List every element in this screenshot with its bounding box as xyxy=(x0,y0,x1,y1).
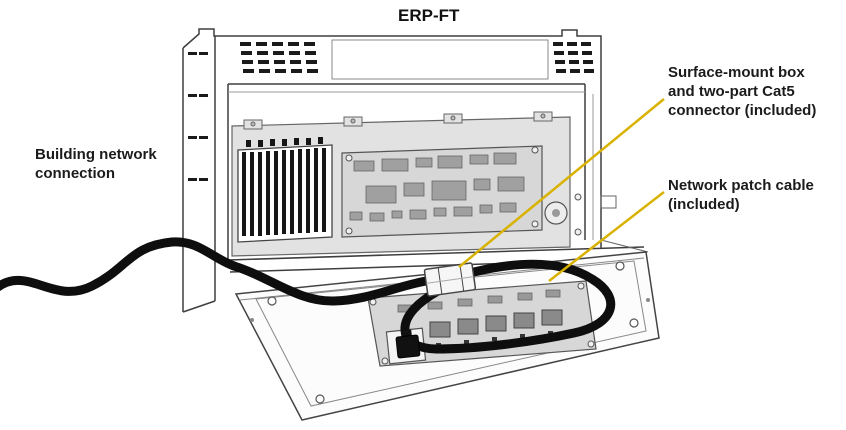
leader-surface-mount xyxy=(458,98,665,268)
main-circuit-board xyxy=(341,145,543,238)
label-building-network: Building network connection xyxy=(35,146,157,184)
vent-slots-right xyxy=(553,42,594,73)
diagram-title: ERP-FT xyxy=(398,6,460,25)
leader-lines xyxy=(458,98,665,282)
leader-patch-cable xyxy=(548,191,665,282)
label-network-patch-cable: Network patch cable (included) xyxy=(668,177,814,215)
label-line: connector (included) xyxy=(668,101,817,119)
label-line: Surface-mount box xyxy=(668,64,805,81)
label-surface-mount-box: Surface-mount box and two-part Cat5 conn… xyxy=(668,64,816,121)
flange-vents xyxy=(188,52,208,181)
label-line: connection xyxy=(35,164,116,182)
rj45-plug xyxy=(395,329,421,359)
mounting-tabs xyxy=(243,111,553,130)
label-line: and two-part Cat5 xyxy=(668,82,795,100)
label-line: (included) xyxy=(668,195,740,213)
grommet-hole xyxy=(544,193,582,236)
label-line: Building network xyxy=(35,146,157,163)
building-cable xyxy=(0,237,239,296)
cabinet-outline xyxy=(182,28,649,313)
surface-mount-box xyxy=(423,262,477,297)
power-module-heatsink xyxy=(237,137,333,243)
cable-to-connector xyxy=(229,261,431,306)
vent-slots-left xyxy=(240,42,318,73)
patch-cable-loop xyxy=(408,259,616,354)
label-line: Network patch cable xyxy=(668,177,814,194)
